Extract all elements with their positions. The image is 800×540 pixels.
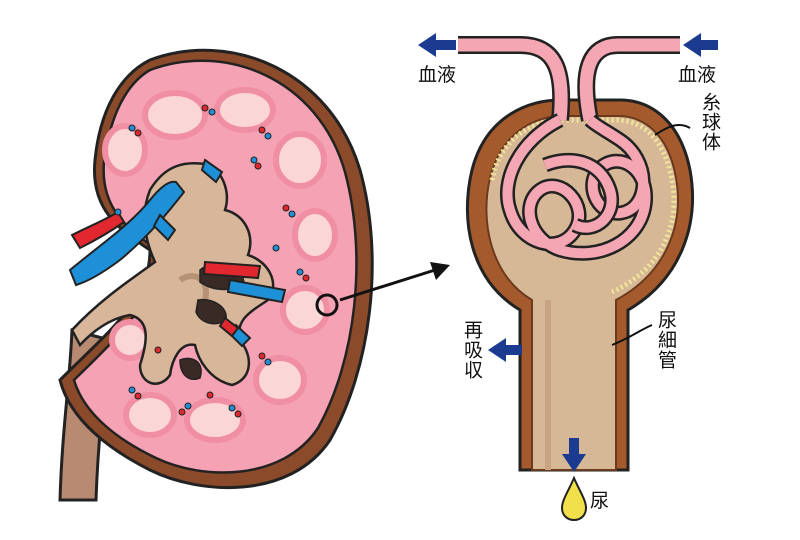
reabsorption-label: 再吸収	[461, 320, 483, 380]
glomerulus-leader-line	[654, 123, 691, 136]
zoom-circle-icon	[315, 293, 339, 317]
tubule-label: 尿細管	[655, 310, 677, 370]
glomerulus-label: 糸球体	[699, 92, 721, 152]
blood-label-left: 血液	[418, 64, 457, 86]
arrow-left-icon	[683, 33, 718, 57]
renal-pyramids	[102, 87, 338, 443]
blood-label-right: 血液	[678, 64, 717, 86]
renal-sinus	[179, 262, 245, 380]
arrow-left-icon	[488, 338, 522, 362]
glomerulus-capillary	[499, 113, 653, 261]
renal-artery	[70, 210, 262, 338]
arrow-left-icon	[418, 33, 456, 57]
nephron	[458, 36, 694, 472]
pointer-arrow-icon	[339, 262, 450, 302]
arrow-down-icon	[562, 438, 586, 472]
kidney	[58, 48, 374, 502]
vessel-dots	[114, 104, 310, 418]
urine-drop-icon	[560, 475, 588, 522]
tubule-leader-line	[611, 324, 653, 346]
urine-label: 尿	[590, 490, 610, 512]
